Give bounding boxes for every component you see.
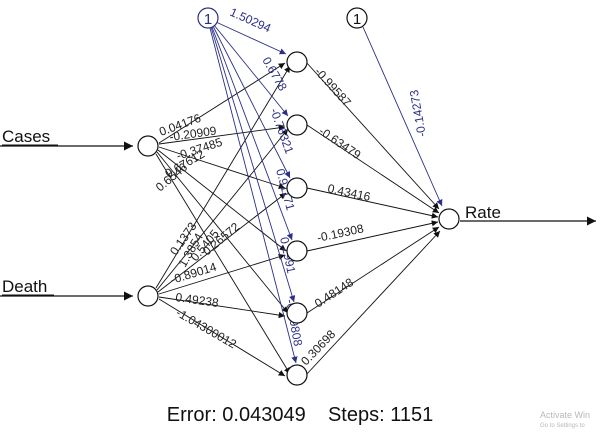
input-node-death <box>137 285 159 307</box>
weight-h5-out: 0.48148 <box>312 275 356 311</box>
edge-cases-h3 <box>158 146 286 190</box>
bias-node-output <box>346 7 368 29</box>
edge-bias-out <box>362 26 443 207</box>
edge-cases-h2 <box>158 124 286 145</box>
output-label-rate: Rate <box>465 203 501 222</box>
training-summary: Error: 0.043049 Steps: 1151 <box>0 404 600 427</box>
weight-cases-h2: -0.20909 <box>168 123 217 144</box>
bias-node-output-label: 1 <box>353 11 361 28</box>
weight-h3-out: 0.43416 <box>326 181 372 204</box>
steps-value: Steps: 1151 <box>327 404 434 426</box>
hidden-node-6 <box>286 364 308 386</box>
bias-node-hidden <box>197 7 219 29</box>
edge-bias-h6 <box>209 27 298 364</box>
edge-death-h6 <box>158 298 286 377</box>
hidden-node-5 <box>286 302 308 324</box>
activate-windows-watermark: Activate Win Go to Settings to <box>540 410 590 432</box>
watermark-line2: Go to Settings to <box>540 423 585 429</box>
bias-node-hidden-label: 1 <box>204 11 212 28</box>
weight-death-h5: 0.49238 <box>175 290 220 310</box>
weight-h4-out: -0.19308 <box>316 221 366 245</box>
hidden-node-2 <box>286 114 308 136</box>
edge-death-h1 <box>155 65 291 289</box>
edge-death-h2 <box>156 128 289 291</box>
bias-hidden-edges <box>209 21 298 364</box>
edge-h1-out <box>305 61 440 210</box>
edge-h5-out <box>306 226 440 314</box>
edge-bias-h4 <box>211 26 293 241</box>
edge-death-h3 <box>157 192 287 293</box>
edge-death-h4 <box>158 253 286 295</box>
edge-bias-h5 <box>210 26 296 303</box>
edge-bias-h3 <box>212 25 291 179</box>
watermark-line1: Activate Win <box>540 410 591 420</box>
weight-h1-out: -0.99587 <box>312 65 354 110</box>
edge-bias-h2 <box>213 24 289 117</box>
input-node-cases <box>137 135 159 157</box>
output-node-rate <box>438 208 460 230</box>
weight-death-h6: -1.04300012 <box>174 305 240 351</box>
edge-cases-h6 <box>155 153 291 375</box>
weight-bias-out: -0.14273 <box>407 89 429 138</box>
hidden-node-3 <box>286 177 308 199</box>
weight-h2-out: -0.63479 <box>316 124 363 162</box>
hidden-node-1 <box>286 51 308 73</box>
edge-cases-h5 <box>156 151 289 314</box>
edge-h2-out <box>306 124 440 214</box>
edge-death-h5 <box>158 296 286 319</box>
edge-cases-h4 <box>157 149 287 252</box>
input-label-cases: Cases <box>2 127 50 146</box>
edge-cases-h1 <box>158 62 286 144</box>
error-value: Error: 0.043049 <box>166 404 306 426</box>
input-hidden-edges <box>155 62 291 377</box>
input-label-death: Death <box>2 277 47 296</box>
hidden-node-4 <box>286 240 308 262</box>
edge-h3-out <box>306 187 439 219</box>
edge-h6-out <box>305 230 441 376</box>
hidden-output-edges <box>305 26 443 376</box>
edge-bias-h1 <box>215 21 287 55</box>
edge-h4-out <box>306 220 439 252</box>
